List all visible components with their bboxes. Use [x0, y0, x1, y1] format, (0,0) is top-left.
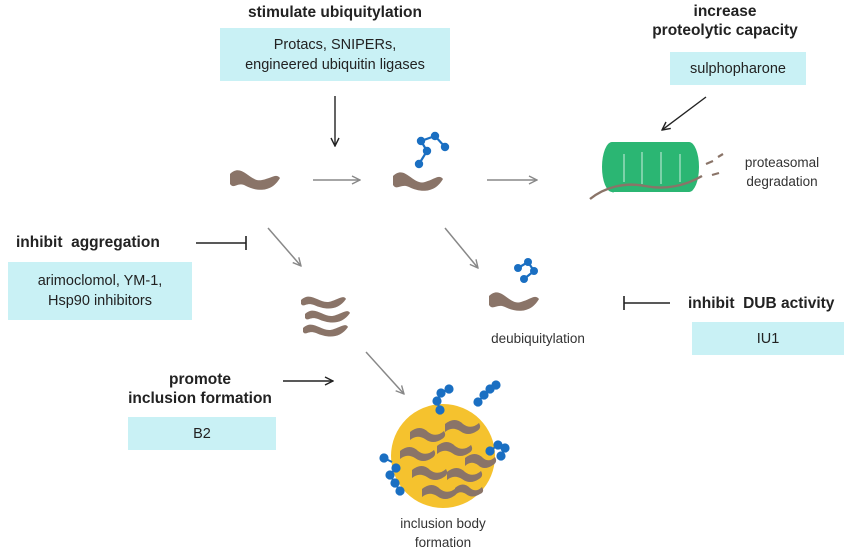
box-ubiquitylation-agents: Protacs, SNIPERs, engineered ubiquitin l… [220, 28, 450, 81]
heading-inclusion-line-1: promote [169, 371, 231, 388]
label-proteasomal-line-1: proteasomal [744, 155, 820, 170]
box-proteolytic-agent: sulphopharone [670, 52, 806, 85]
heading-promote-inclusion-formation: promote inclusion formation [120, 370, 280, 408]
aggregation-agent-line-1: arimoclomol, YM-1, [37, 273, 163, 289]
label-proteasomal-line-2: degradation [746, 174, 818, 189]
box-aggregation-agents: arimoclomol, YM-1, Hsp90 inhibitors [8, 262, 192, 320]
box-dub-agent: IU1 [692, 322, 844, 355]
native-protein-icon [230, 170, 280, 190]
label-deubiquitylation: deubiquitylation [491, 331, 585, 346]
proteasome-icon [589, 142, 724, 200]
ubiquitylation-agent-line-2: engineered ubiquitin ligases [245, 56, 425, 73]
ubiquitylated-protein-icon [393, 131, 450, 191]
heading-inhibit-aggregation: inhibit aggregation [16, 234, 160, 251]
arrow-increase-proteolytic [662, 96, 707, 130]
arrow-native-to-aggregate [267, 227, 301, 266]
arrow-ubiquitylated-to-deubiquitylated [444, 227, 478, 268]
label-inclusion-line-1: inclusion body [400, 516, 486, 531]
heading-inclusion-line-2: inclusion formation [128, 390, 272, 407]
aggregation-agent-line-2: Hsp90 inhibitors [48, 293, 152, 309]
heading-inhibit-dub-activity: inhibit DUB activity [688, 295, 835, 312]
heading-proteolytic-line-1: increase [693, 3, 757, 20]
ubiquitylation-agent-line-1: Protacs, SNIPERs, [273, 36, 397, 53]
label-inclusion-line-2: formation [414, 535, 472, 550]
label-inclusion-body-formation: inclusion body formation [383, 514, 503, 552]
heading-increase-proteolytic-capacity: increase proteolytic capacity [620, 2, 830, 40]
inclusion-body-icon [379, 380, 510, 508]
deubiquitylated-protein-icon [489, 258, 539, 311]
label-proteasomal-degradation: proteasomal degradation [732, 153, 832, 191]
heading-stimulate-ubiquitylation: stimulate ubiquitylation [248, 4, 422, 21]
pathway-arrows [267, 180, 537, 394]
aggregated-proteins-icon [301, 296, 350, 337]
arrow-aggregate-to-inclusion [365, 351, 404, 394]
box-inclusion-agent: B2 [128, 417, 276, 450]
intervention-arrows [196, 96, 707, 381]
heading-proteolytic-line-2: proteolytic capacity [652, 22, 798, 39]
